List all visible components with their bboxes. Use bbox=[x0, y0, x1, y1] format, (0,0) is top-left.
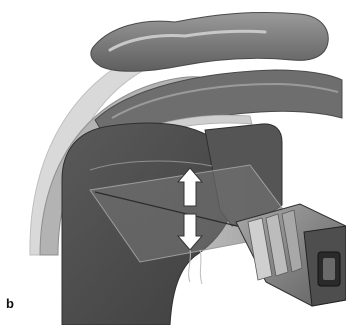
probe-connector-inner bbox=[323, 258, 335, 280]
ultrasound-probe-icon bbox=[236, 204, 346, 306]
panel-label: b bbox=[6, 296, 14, 311]
